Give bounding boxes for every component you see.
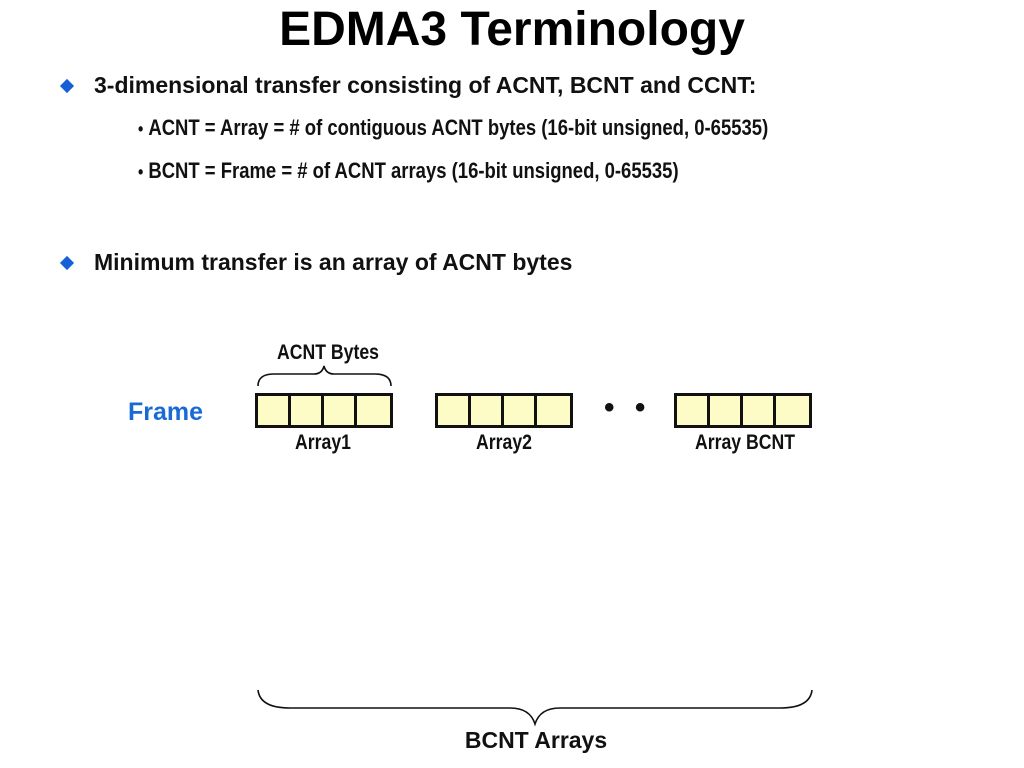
sub-bullet-item: •BCNT = Frame = # of ACNT arrays (16-bit… xyxy=(138,158,679,184)
sub-bullet-item: •ACNT = Array = # of contiguous ACNT byt… xyxy=(138,115,768,141)
sub-bullet-text: ACNT = Array = # of contiguous ACNT byte… xyxy=(148,115,769,140)
byte-cell xyxy=(743,396,776,425)
byte-cell xyxy=(291,396,324,425)
byte-cell xyxy=(504,396,537,425)
byte-cell xyxy=(710,396,743,425)
byte-cell xyxy=(438,396,471,425)
bullet-text: 3-dimensional transfer consisting of ACN… xyxy=(94,72,757,98)
array-box-2 xyxy=(435,393,573,428)
sub-bullet-marker: • xyxy=(138,119,144,139)
array-label: Array2 xyxy=(476,431,532,454)
slide-title: EDMA3 Terminology xyxy=(279,3,745,56)
frame-label: Frame xyxy=(128,398,204,426)
bullet-text: Minimum transfer is an array of ACNT byt… xyxy=(94,249,573,275)
sub-bullet-marker: • xyxy=(138,162,144,182)
byte-cell xyxy=(677,396,710,425)
array-label: Array BCNT xyxy=(695,431,795,454)
byte-cell xyxy=(324,396,357,425)
byte-cell xyxy=(357,396,390,425)
ellipsis-dots: • • xyxy=(604,391,652,424)
array-label: Array1 xyxy=(295,431,351,454)
acnt-bytes-label: ACNT Bytes xyxy=(277,341,379,364)
sub-bullet-text: BCNT = Frame = # of ACNT arrays (16-bit … xyxy=(148,158,679,183)
array-box-1 xyxy=(255,393,393,428)
array-box-bcnt xyxy=(674,393,812,428)
bullet-item: Minimum transfer is an array of ACNT byt… xyxy=(59,249,573,276)
bcnt-arrays-label: BCNT Arrays xyxy=(464,727,608,753)
byte-cell xyxy=(537,396,570,425)
bullet-item: 3-dimensional transfer consisting of ACN… xyxy=(59,72,757,99)
bcnt-brace xyxy=(257,689,813,727)
byte-cell xyxy=(258,396,291,425)
byte-cell xyxy=(776,396,809,425)
acnt-brace xyxy=(257,365,392,387)
byte-cell xyxy=(471,396,504,425)
